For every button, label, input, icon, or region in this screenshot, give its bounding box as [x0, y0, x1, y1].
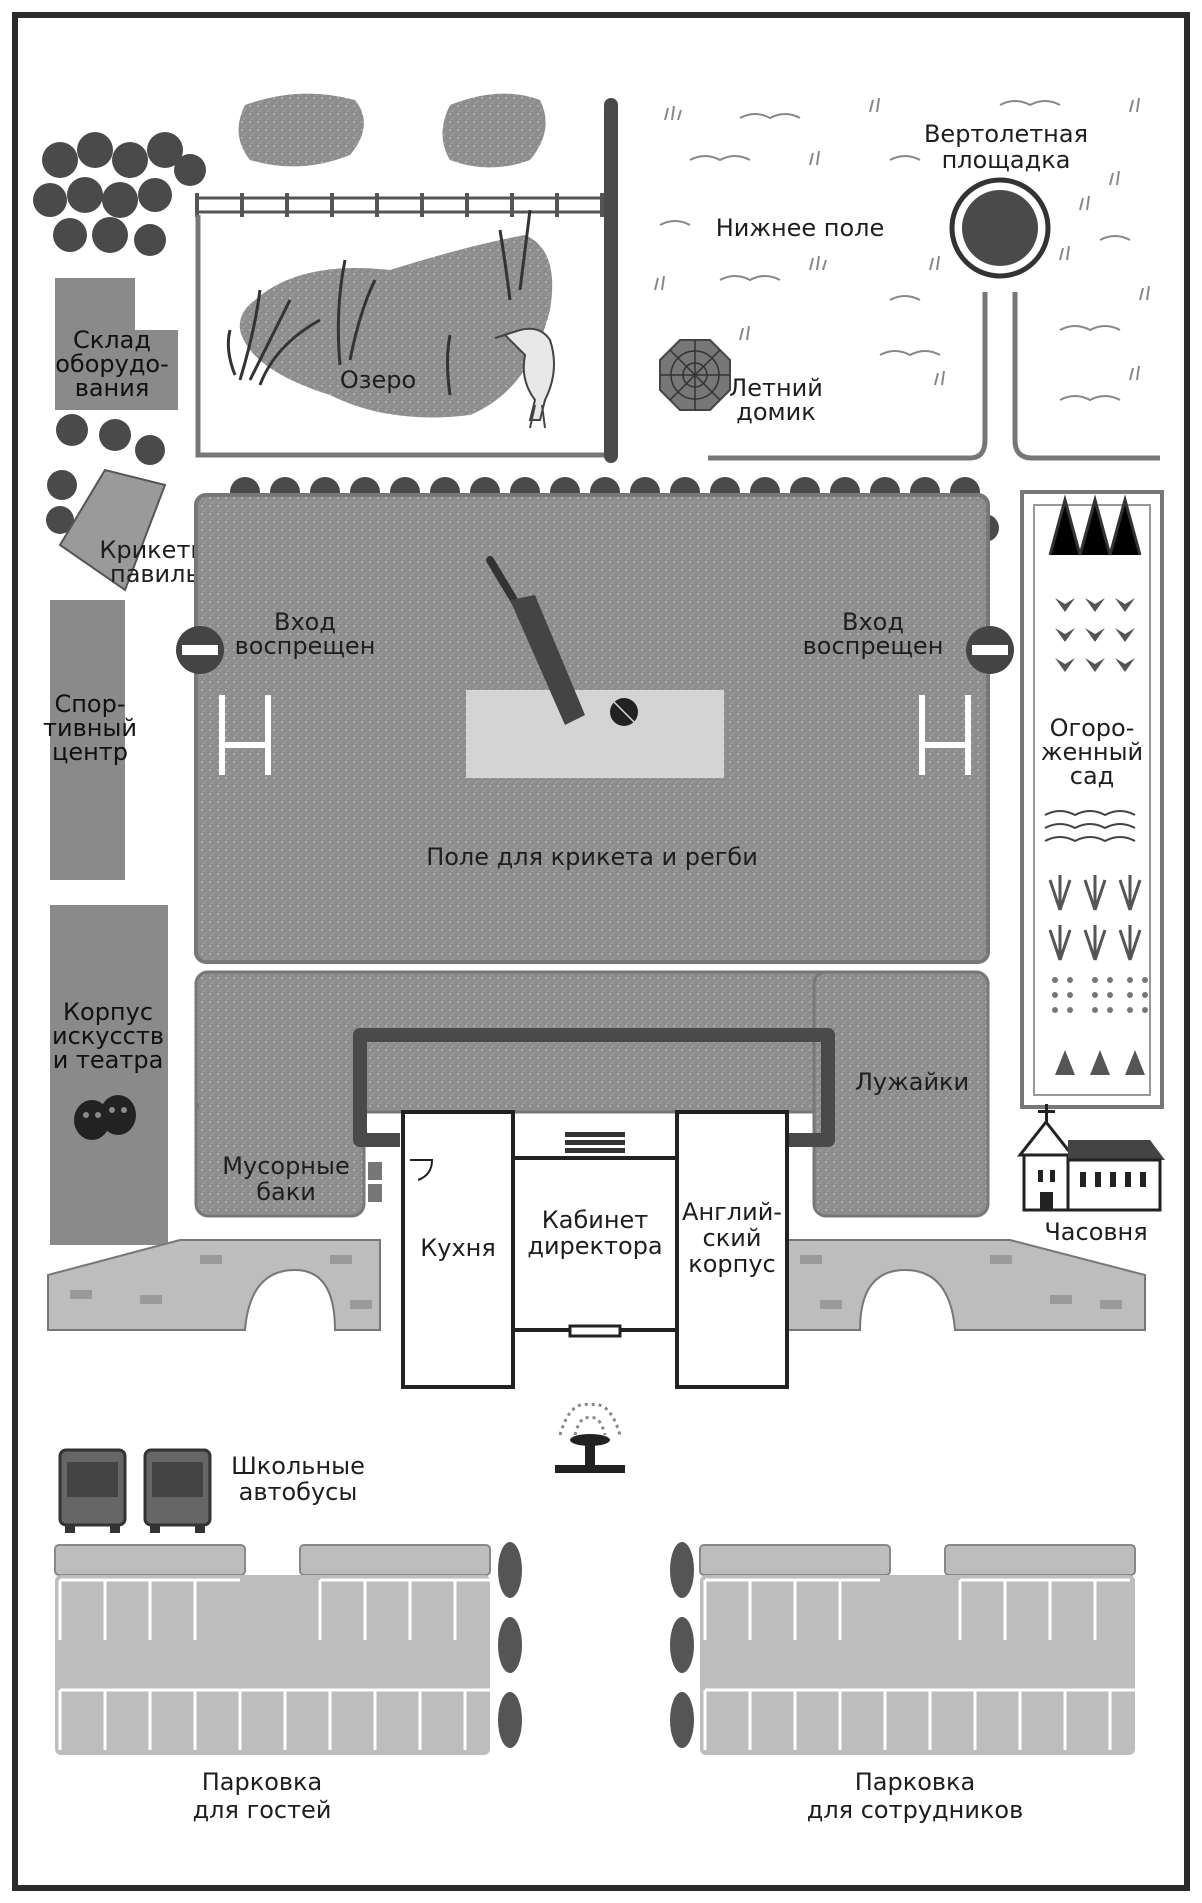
wall-right [779, 1239, 1146, 1331]
equipment-store-label-1: Склад [73, 326, 151, 354]
english-building-label-1: Англий- [682, 1198, 782, 1226]
wall-bricks [70, 1255, 1122, 1309]
chapel-label: Часовня [1044, 1218, 1147, 1246]
lake-label: Озеро [340, 366, 416, 394]
tree-icon [498, 1542, 694, 1748]
english-building-label-2: ский [703, 1224, 762, 1252]
arts-theatre-label-3: и театра [53, 1046, 164, 1074]
gazebo-icon [659, 339, 731, 411]
no-entry-right-label-2: воспрещен [803, 632, 944, 660]
sports-centre [50, 600, 125, 880]
equipment-store [55, 278, 178, 410]
no-entry-icon [176, 626, 224, 674]
garden-beans [1048, 494, 1142, 556]
summer-house-label-1: Летний [729, 374, 823, 402]
front-door [568, 1324, 622, 1338]
cricket-ball-icon [610, 698, 638, 726]
helipad-label-1: Вертолетная [924, 120, 1088, 148]
pitch-label: Поле для крикета и регби [426, 843, 758, 871]
pavilion-trees [46, 414, 165, 534]
equipment-store-label-2: оборудо- [55, 350, 169, 378]
staff-parking-label-2: для сотрудников [807, 1796, 1024, 1824]
bins-label-2: баки [256, 1178, 316, 1206]
cricket-pavilion [58, 468, 167, 592]
no-entry-left-label-1: Вход [274, 608, 336, 636]
hedge-divider [604, 98, 618, 463]
steps [565, 1132, 625, 1153]
garden-cabbages [1055, 598, 1135, 672]
garden-plants [1055, 1050, 1145, 1075]
arts-theatre-label-2: искусств [52, 1022, 164, 1050]
school-buses-label-2: автобусы [239, 1478, 358, 1506]
fence-posts [195, 193, 604, 217]
no-entry-right-label-1: Вход [842, 608, 904, 636]
fence [195, 196, 610, 214]
arts-theatre-label-1: Корпус [63, 998, 153, 1026]
lawn-left-fill [199, 1040, 361, 1210]
no-entry-icon [966, 626, 1014, 674]
rugby-post-icon [219, 695, 271, 775]
kitchen-door [410, 1159, 434, 1181]
cricket-square [466, 690, 724, 778]
visitor-parking-label-2: для гостей [193, 1796, 332, 1824]
lawn-hedge [353, 1028, 835, 1147]
sports-centre-label-1: Спор- [54, 690, 125, 718]
pond-small-right [442, 93, 546, 168]
garden-seeds [1052, 977, 1148, 1013]
chapel-icon [1016, 1104, 1165, 1212]
lawns-label: Лужайки [855, 1068, 969, 1096]
garden-waves [1044, 810, 1136, 843]
walled-garden [1020, 490, 1164, 1109]
walled-garden-label-3: сад [1070, 762, 1115, 790]
bus-icon [143, 1448, 212, 1533]
staff-parking [699, 1544, 1136, 1755]
kitchen-label: Кухня [420, 1234, 496, 1262]
walled-garden-inner [1033, 504, 1151, 1096]
lake [239, 235, 553, 418]
head-office-building [511, 1156, 679, 1332]
visitor-parking [54, 1544, 491, 1755]
arts-theatre-building [50, 905, 168, 1245]
summer-house-label-2: домик [736, 398, 815, 426]
bus-icon [58, 1448, 127, 1533]
top-left-trees [33, 132, 206, 256]
bins-icon [368, 1162, 382, 1202]
pond-small-left [238, 93, 364, 167]
wall-left [47, 1239, 381, 1331]
english-building [675, 1110, 789, 1389]
garden-leeks [1048, 875, 1142, 961]
walled-garden-label-1: Огоро- [1050, 714, 1135, 742]
english-building-label-3: корпус [688, 1250, 776, 1278]
bins-label-1: Мусорные [222, 1152, 349, 1180]
reed-icon [226, 209, 532, 396]
fountain-icon [555, 1402, 625, 1473]
sports-centre-label-2: тивный [43, 714, 137, 742]
visitor-parking-label-1: Парковка [202, 1768, 323, 1796]
school-buses-label-1: Школьные [231, 1452, 365, 1480]
paths-top-right [708, 292, 1160, 461]
rugby-post-icon [919, 695, 971, 775]
head-office-label-1: Кабинет [542, 1206, 649, 1234]
heron-icon [494, 327, 555, 429]
theatre-masks-icon [74, 1095, 136, 1140]
no-entry-left-label-2: воспрещен [235, 632, 376, 660]
lower-field-label: Нижнее поле [716, 214, 885, 242]
sports-centre-label-3: центр [52, 738, 128, 766]
staff-parking-label-1: Парковка [855, 1768, 976, 1796]
helipad-icon [949, 177, 1051, 279]
lawn-right-fill [817, 1040, 985, 1210]
equipment-store-label-3: вания [75, 374, 150, 402]
lower-field-grass-marks [654, 97, 1150, 402]
lake-enclosure [195, 215, 608, 458]
walled-garden-label-2: женный [1041, 738, 1143, 766]
cricket-bat-icon [486, 556, 585, 725]
helipad-label-2: площадка [942, 146, 1071, 174]
head-office-label-2: директора [527, 1232, 662, 1260]
